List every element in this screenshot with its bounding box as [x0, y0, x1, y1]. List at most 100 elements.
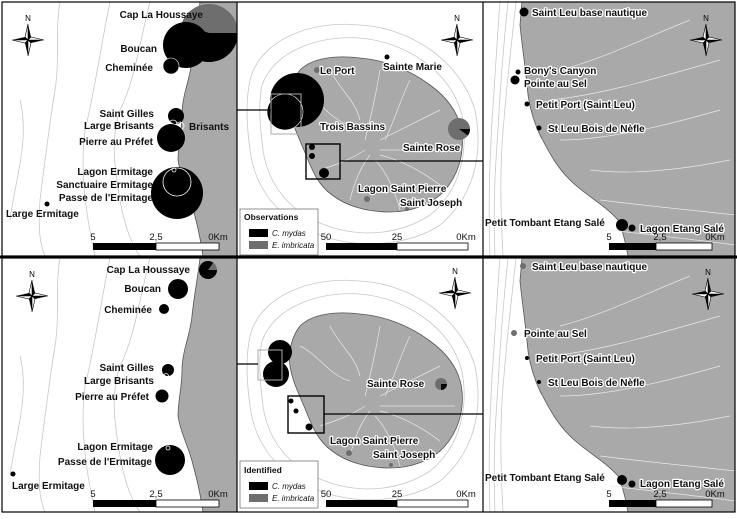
scale-label: 5: [606, 232, 611, 243]
top-island-pies: [266, 54, 470, 211]
pie-sainte-rose: [448, 118, 470, 140]
site-label: Pierre au Préfet: [79, 137, 154, 148]
pie-boucan: [168, 279, 188, 299]
pie-lagon-etang-sale: [628, 480, 636, 488]
pie-large-brisants: [163, 373, 169, 379]
site-label: Passe de l'Ermitage: [58, 457, 153, 468]
site-label: Saint Leu base nautique: [532, 8, 647, 19]
pie-etang-sale: [305, 423, 313, 431]
site-label: Boucan: [124, 284, 161, 295]
scale-label: 25: [392, 232, 403, 243]
pie-lagon-ermitage: [155, 445, 185, 475]
place-label: Lagon Saint Pierre: [330, 436, 419, 447]
site-label: Cheminée: [104, 305, 152, 316]
bottom-west-map: [9, 258, 237, 512]
bottom-island-pies: [257, 340, 447, 467]
pie-lagon-ermitage: [151, 167, 203, 219]
site-label: Large Ermitage: [6, 209, 79, 220]
pie-west-cluster-top: [268, 340, 292, 364]
scale-label: 5: [90, 489, 95, 500]
north-arrow: N: [15, 270, 49, 313]
site-label: Large Brisants: [84, 376, 154, 387]
pie-large-ermitage: [44, 201, 50, 207]
top-west-pies: [44, 4, 237, 219]
place-label: Le Port: [320, 66, 355, 77]
scale-bar: 50 25 0Km: [321, 489, 476, 508]
legend-title: Identified: [244, 465, 282, 475]
north-label: N: [25, 14, 31, 23]
pie-west-cluster-inner: [266, 93, 304, 131]
pie-slice-c-mydas: [459, 129, 470, 136]
scale-label: 0Km: [208, 489, 228, 500]
north-label: N: [705, 268, 711, 277]
pie-etang-sale: [319, 168, 329, 178]
north-label: N: [452, 267, 458, 276]
pie-west-cluster-bottom: [263, 361, 289, 387]
place-label: Sainte Rose: [367, 379, 425, 390]
inset-frame: [257, 349, 283, 381]
site-label: Cap La Houssaye: [107, 265, 191, 276]
site-label: Pointe au Sel: [524, 79, 587, 90]
pie-petit-tombant: [617, 475, 627, 485]
site-label: Sanctuaire Ermitage: [56, 180, 153, 191]
pie-large-ermitage: [10, 471, 16, 477]
pie-bois-de-nefle: [536, 125, 542, 131]
site-label: Petit Tombant Etang Salé: [485, 218, 605, 229]
scale-label: 0Km: [456, 232, 476, 243]
scale-bar: 5 2,5 0Km: [90, 232, 228, 251]
pie-pierre-au-prefet: [157, 124, 185, 152]
site-label: Pointe au Sel: [524, 329, 587, 340]
pie-stleu: [288, 398, 294, 404]
scale-bar: 5 2,5 0Km: [90, 489, 228, 508]
site-label: Large Brisants: [84, 121, 154, 132]
site-label: Pierre au Préfet: [75, 392, 150, 403]
scale-label: 2,5: [653, 232, 666, 243]
site-label: Petit Tombant Etang Salé: [485, 473, 605, 484]
bottom-south-pies: [511, 263, 636, 488]
pie-petit-port: [524, 101, 530, 107]
legend-item: C. mydas: [272, 482, 306, 491]
legend-swatch-e-imbricata: [249, 241, 268, 249]
pie-le-port: [314, 67, 320, 73]
bottom-west-labels: Cap La Houssaye Boucan Cheminée Saint Gi…: [12, 265, 190, 492]
pie-sanctuaire-ermitage: [162, 167, 192, 197]
scale-label: 2,5: [653, 489, 666, 500]
top-south-map: [488, 2, 735, 256]
scale-label: 50: [321, 489, 332, 500]
inset-frame: [270, 93, 302, 135]
pie-saint-joseph: [405, 207, 409, 211]
place-label: Trois Bassins: [320, 122, 385, 133]
legend-item: C. mydas: [272, 229, 306, 238]
scale-label: 50: [321, 232, 332, 243]
pie-bois-de-nefle: [537, 380, 541, 384]
pie-saint-gilles: [162, 364, 174, 376]
pie-lagon-saint-pierre: [346, 450, 352, 456]
top-south-pies: [510, 7, 636, 232]
pie-petit-port: [525, 356, 529, 360]
pie-sainte-marie: [384, 54, 390, 60]
scale-label: 0Km: [705, 489, 725, 500]
pie-saint-leu-base-nautique: [520, 263, 526, 269]
site-label: Saint Gilles: [100, 363, 155, 374]
pie-saint-leu-base-nautique: [519, 7, 529, 17]
site-label: St Leu Bois de Nèfle: [548, 124, 645, 135]
north-arrow: N: [691, 268, 725, 311]
place-label: Lagon Saint Pierre: [358, 184, 447, 195]
pie-pierre-au-prefet: [155, 389, 169, 403]
site-label: Petit Port (Saint Leu): [536, 354, 635, 365]
north-arrow: N: [438, 267, 472, 310]
scale-label: 5: [90, 232, 95, 243]
pie-stleu: [309, 144, 315, 150]
pie-pointe-au-sel: [510, 75, 520, 85]
north-label: N: [29, 270, 35, 279]
pie-sainte-rose: [435, 378, 447, 390]
scale-label: 0Km: [456, 489, 476, 500]
legend: Observations C. mydas E. imbricata: [239, 208, 319, 256]
pie-cheminee: [159, 304, 169, 314]
pie-slice-c-mydas: [198, 261, 217, 279]
legend-item: E. imbricata: [272, 494, 315, 503]
legend-swatch-e-imbricata: [249, 494, 268, 502]
north-arrow: N: [689, 14, 723, 57]
